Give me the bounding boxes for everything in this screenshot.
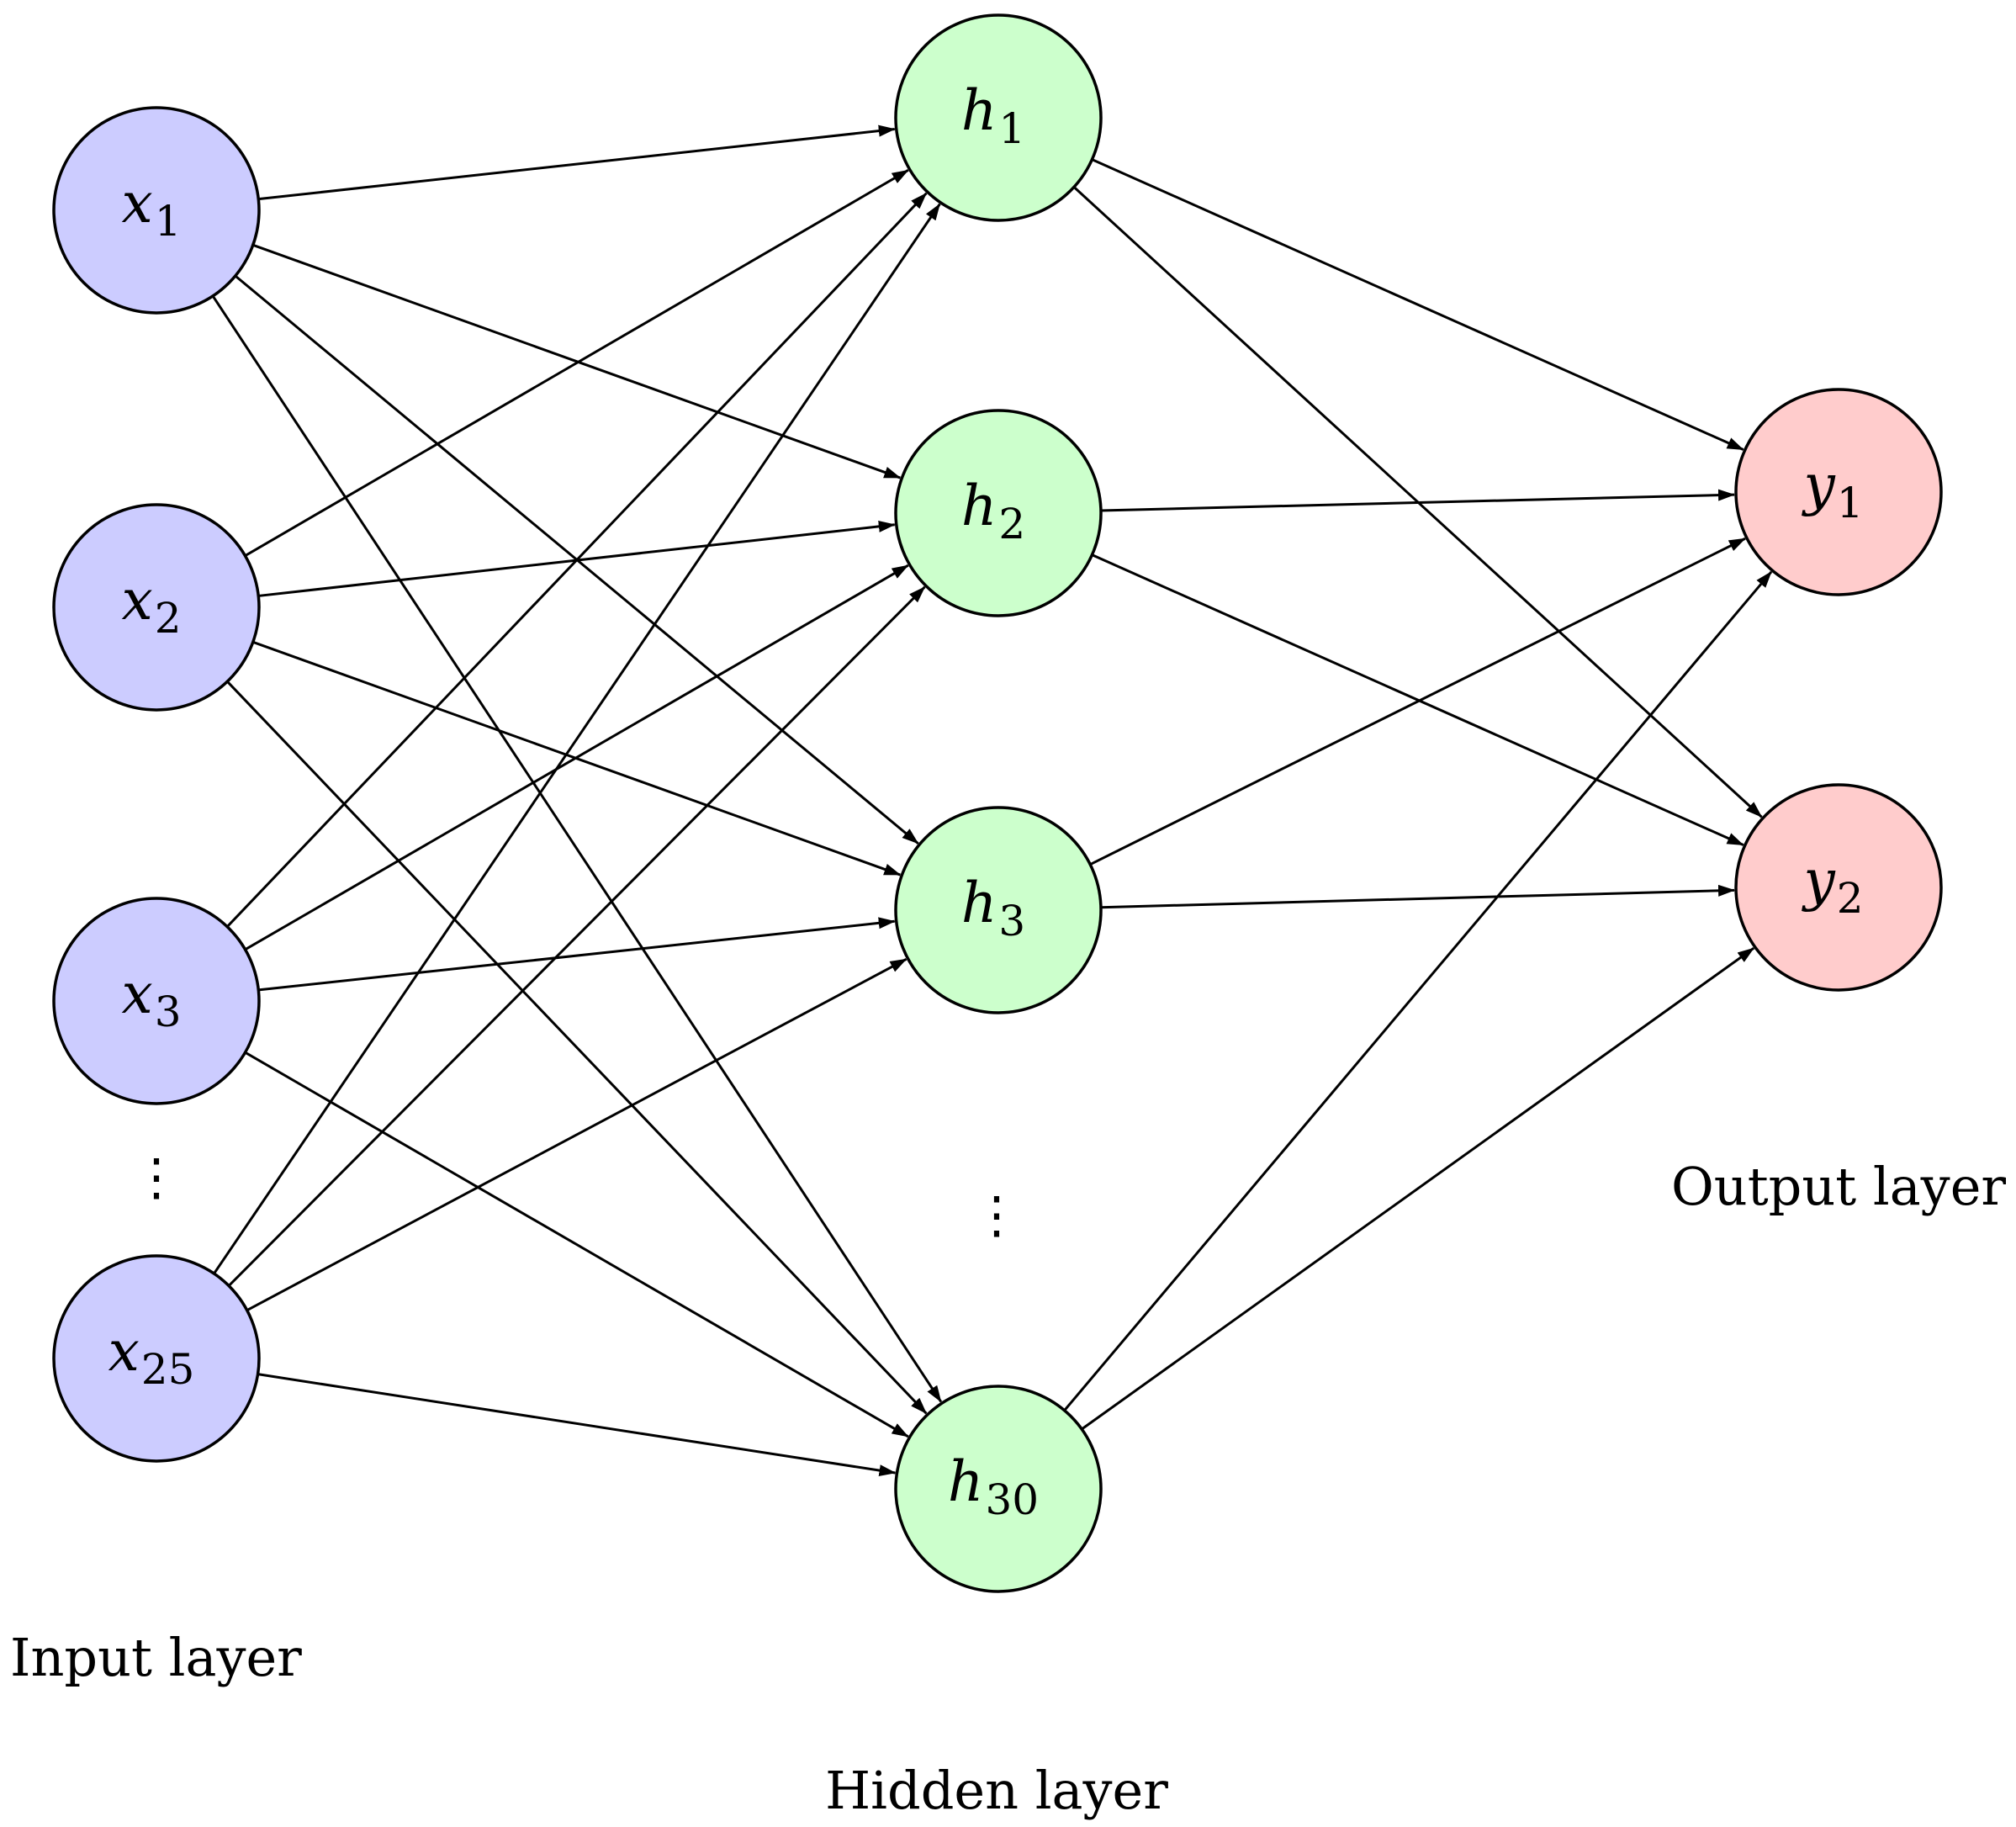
node-label-base: x [108, 1319, 140, 1384]
node-label-x25: x25 [108, 1319, 195, 1394]
node-circle-x2 [52, 503, 261, 712]
edge-x25-h1 [213, 203, 941, 1274]
node-label-y1: y1 [1801, 453, 1863, 527]
edge-h2-y1 [1100, 489, 1736, 512]
node-label-base: x [121, 568, 152, 633]
node-h2: h2 [894, 409, 1103, 617]
node-label-base: h [961, 871, 997, 935]
node-circle-h1 [894, 13, 1103, 222]
node-y1: y1 [1734, 388, 1943, 596]
edge-h30-y2 [1081, 946, 1755, 1431]
edge-x25-h2 [228, 585, 926, 1287]
edge-h3-y2 [1100, 884, 1736, 909]
node-label-subscript: 25 [141, 1345, 195, 1394]
edge-x3-h30 [244, 1051, 909, 1438]
node-label-subscript: 30 [985, 1475, 1039, 1524]
node-h3: h3 [894, 806, 1103, 1014]
node-h30: h30 [894, 1385, 1103, 1593]
node-label-subscript: 1 [1837, 479, 1864, 527]
node-label-subscript: 3 [998, 897, 1025, 945]
input-ellipsis: ⋮ [131, 1148, 182, 1207]
input-layer-label: Input layer [10, 1627, 302, 1688]
node-circle-h2 [894, 409, 1103, 617]
edge-x25-h3 [246, 957, 907, 1311]
output-layer-label: Output layer [1671, 1156, 2006, 1217]
node-x1: x1 [52, 106, 261, 315]
node-label-h2: h2 [961, 474, 1025, 548]
node-label-subscript: 1 [998, 104, 1025, 153]
node-label-subscript: 3 [155, 988, 182, 1036]
node-circle-x1 [52, 106, 261, 315]
node-circle-y2 [1734, 783, 1943, 992]
node-x25: x25 [52, 1254, 261, 1463]
hidden-ellipsis: ⋮ [971, 1186, 1022, 1245]
node-circle-y1 [1734, 388, 1943, 596]
node-label-subscript: 2 [998, 500, 1025, 548]
node-label-base: h [961, 78, 997, 143]
node-label-base: x [121, 961, 152, 1026]
node-label-x2: x2 [121, 568, 181, 643]
node-h1: h1 [894, 13, 1103, 222]
edge-x2-h30 [226, 680, 928, 1415]
node-y2: y2 [1734, 783, 1943, 992]
node-label-h3: h3 [961, 871, 1025, 945]
node-circle-h3 [894, 806, 1103, 1014]
node-label-base: y [1801, 848, 1835, 913]
node-circle-h30 [894, 1385, 1103, 1593]
node-label-subscript: 2 [155, 594, 182, 643]
edge-h2-y2 [1091, 553, 1744, 846]
node-label-base: x [121, 171, 152, 236]
node-label-h30: h30 [948, 1449, 1039, 1524]
node-label-base: h [948, 1449, 984, 1514]
node-label-x1: x1 [121, 171, 181, 246]
node-label-subscript: 2 [1837, 874, 1864, 923]
hidden-layer-label: Hidden layer [825, 1760, 1168, 1821]
edge-x3-h1 [226, 192, 928, 928]
node-label-base: y [1801, 453, 1835, 517]
node-circle-x25 [52, 1254, 261, 1463]
node-label-subscript: 1 [155, 197, 182, 246]
edge-x1-h30 [211, 295, 943, 1403]
edge-x1-h1 [258, 124, 896, 201]
node-x2: x2 [52, 503, 261, 712]
edge-x1-h2 [252, 243, 902, 479]
node-label-base: h [961, 474, 997, 538]
node-label-y2: y2 [1801, 848, 1863, 923]
edge-x3-h3 [258, 917, 896, 992]
edge-h1-y1 [1091, 158, 1744, 451]
edge-x25-h30 [257, 1373, 897, 1477]
node-x3: x3 [52, 897, 261, 1105]
node-circle-x3 [52, 897, 261, 1105]
edge-h3-y1 [1089, 537, 1746, 866]
node-label-h1: h1 [961, 78, 1025, 153]
connections [211, 124, 1773, 1477]
edge-x3-h2 [244, 564, 909, 951]
edge-h30-y1 [1063, 570, 1773, 1411]
node-label-x3: x3 [121, 961, 181, 1036]
edge-x2-h1 [244, 169, 909, 557]
